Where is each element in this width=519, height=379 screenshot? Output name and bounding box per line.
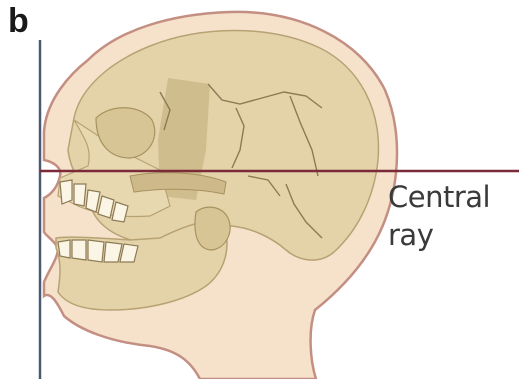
central-ray-label: Central ray	[388, 178, 490, 254]
skull-mastoid	[195, 207, 230, 250]
panel-letter: b	[8, 4, 29, 38]
central-ray-label-line1: Central	[388, 178, 490, 216]
central-ray-label-line2: ray	[388, 216, 490, 254]
